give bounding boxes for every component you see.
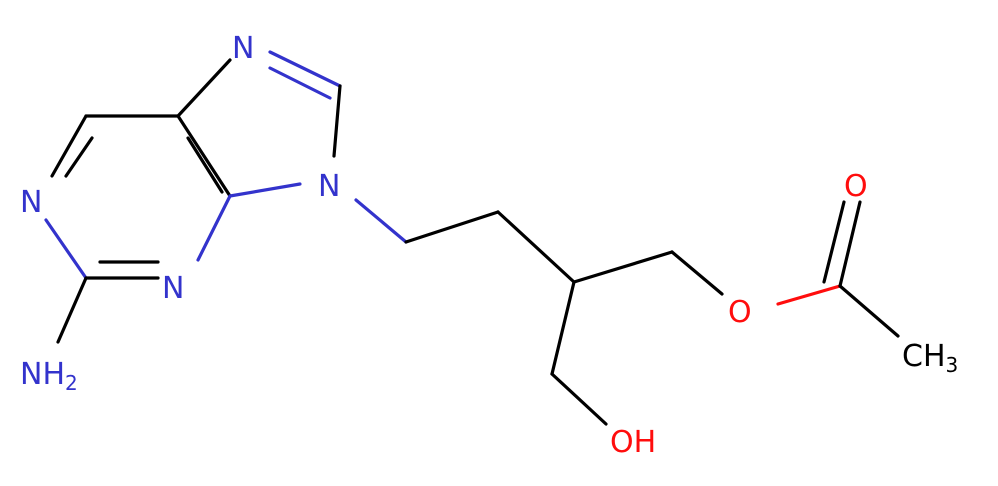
bond-n7-c8-inner <box>268 66 332 100</box>
atom-n3: N <box>162 271 184 306</box>
bond-c1p-c2p <box>404 210 500 244</box>
bond-oester-ccarb <box>776 284 842 306</box>
atom-o-ester: O <box>728 295 752 330</box>
atom-labels: N N N N NH2 OH O O CH3 <box>20 31 958 460</box>
bond-c5p-oh <box>550 372 608 426</box>
atom-oh: OH <box>610 425 656 460</box>
bond-c4p-oester <box>670 250 724 296</box>
atom-ch3: CH3 <box>902 339 958 377</box>
bond-c5-c4-double <box>176 114 232 198</box>
bond-c6-n1-inner <box>64 136 94 178</box>
bond-ccarb-ch3 <box>838 284 900 338</box>
purine-ring-bonds <box>44 50 342 344</box>
bond-ccarb-ocarb-double <box>822 200 846 284</box>
atom-n9: N <box>318 169 340 204</box>
bond-c6-n1 <box>50 114 88 178</box>
bond-c5-n7 <box>176 58 232 118</box>
bond-c3p-c5p <box>550 280 576 376</box>
bond-n1-c2 <box>44 218 88 280</box>
bond-c2-nh2 <box>56 276 88 344</box>
ch3-main: CH <box>902 339 946 374</box>
bond-n9-c4 <box>228 182 302 198</box>
atom-nh2: NH2 <box>20 357 78 395</box>
bond-c3p-c4p <box>572 250 674 284</box>
bond-n3-c4 <box>196 194 232 262</box>
atom-n1: N <box>20 185 42 220</box>
bond-n7-c8 <box>268 50 342 88</box>
bond-ccarb-ocarb <box>838 200 862 288</box>
ch3-subscript: 3 <box>946 353 959 377</box>
bond-c8-n9 <box>332 84 342 158</box>
atom-n7: N <box>232 31 254 66</box>
bond-n9-c1p <box>354 198 408 244</box>
atom-o-carbonyl: O <box>844 169 868 204</box>
nh2-subscript: 2 <box>65 371 78 395</box>
side-chain-bonds <box>354 198 900 426</box>
nh2-main: NH <box>20 357 65 392</box>
bond-c5-c4-inner <box>186 136 224 194</box>
bond-c2p-c3p <box>496 210 576 284</box>
